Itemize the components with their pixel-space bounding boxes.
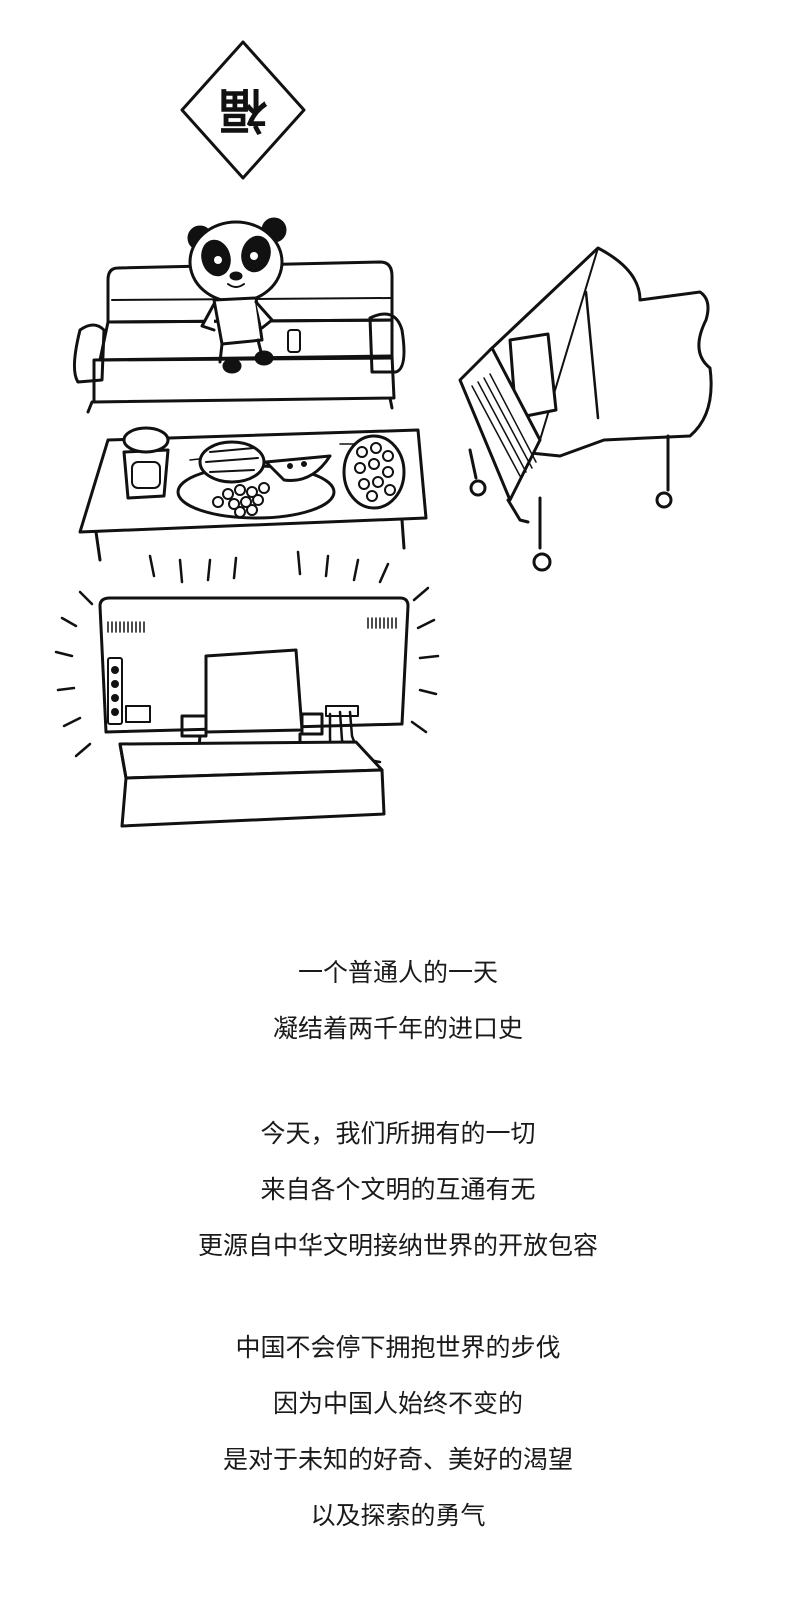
- fu-sign: 福: [180, 40, 306, 180]
- tv-stand: [118, 740, 386, 828]
- watermelon: [198, 440, 332, 484]
- dried-fruit-plate: [342, 434, 406, 510]
- fu-character: 福: [219, 82, 268, 138]
- grapes: [212, 482, 270, 518]
- paper-cup: [122, 426, 170, 500]
- poem-line: 一个普通人的一天: [297, 958, 498, 987]
- poem-stanza-2: 今天，我们所拥有的一切 来自各个文明的互通有无 更源自中华文明接纳世界的开放包容: [0, 1106, 796, 1274]
- poem-line: 今天，我们所拥有的一切: [260, 1119, 536, 1148]
- poem-line: 是对于未知的好奇、美好的渴望: [222, 1445, 573, 1474]
- poem-stanza-3: 中国不会停下拥抱世界的步伐 因为中国人始终不变的 是对于未知的好奇、美好的渴望 …: [0, 1320, 796, 1544]
- panda: [187, 217, 287, 374]
- coffee-table: [78, 426, 428, 562]
- grand-piano: [458, 246, 713, 572]
- poem-line: 因为中国人始终不变的: [272, 1389, 523, 1418]
- living-room-illustration: 福: [54, 40, 713, 828]
- poem-line: 来自各个文明的互通有无: [260, 1175, 536, 1204]
- poem-stanza-1: 一个普通人的一天 凝结着两千年的进口史: [0, 945, 796, 1057]
- poem-line: 凝结着两千年的进口史: [272, 1014, 523, 1043]
- tv-glow-lines: [54, 550, 440, 758]
- poem-line: 更源自中华文明接纳世界的开放包容: [197, 1231, 598, 1260]
- poem-line: 以及探索的勇气: [310, 1501, 486, 1530]
- poem-line: 中国不会停下拥抱世界的步伐: [235, 1333, 561, 1362]
